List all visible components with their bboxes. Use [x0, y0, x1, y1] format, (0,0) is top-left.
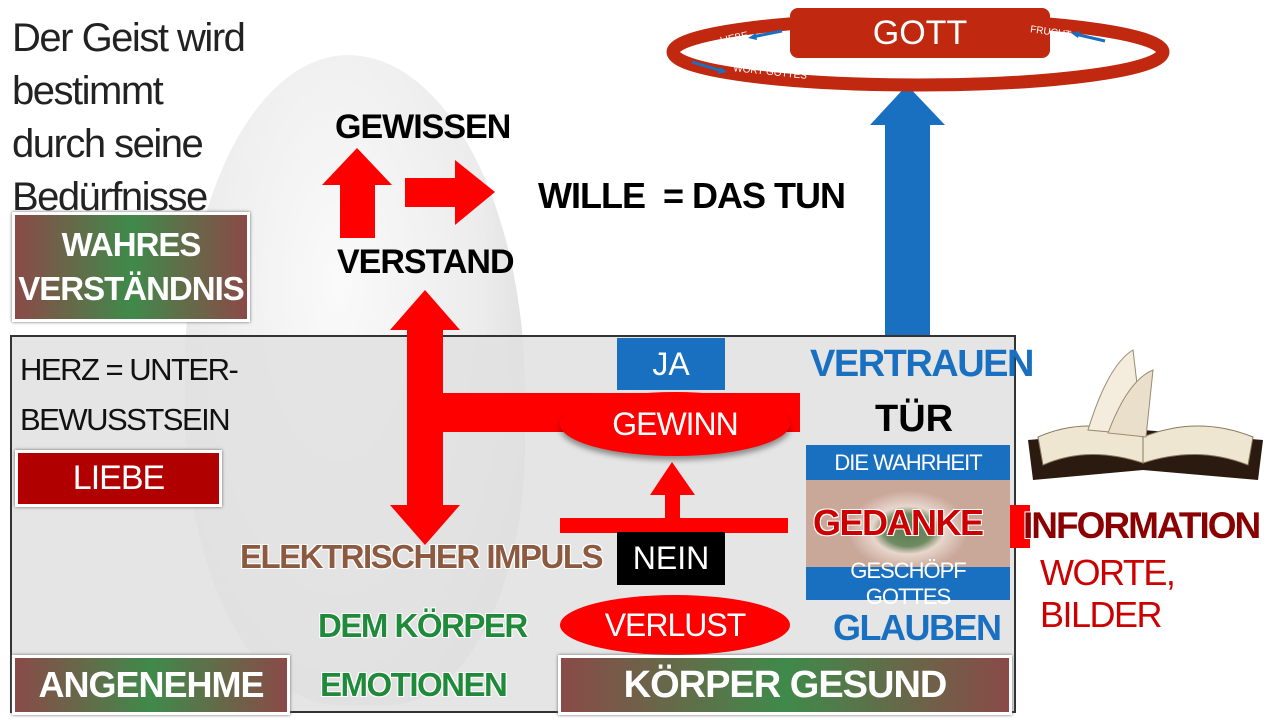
intro-line: durch seine	[12, 122, 204, 166]
impulse-label: ELEKTRISCHER IMPULS	[240, 538, 604, 575]
conscience-label: GEWISSEN	[335, 108, 511, 146]
yes-box: JA	[617, 338, 725, 390]
faith-label: GLAUBEN	[833, 607, 1002, 648]
intro-text: Der Geist wird bestimmt durch seine Bedü…	[12, 12, 246, 224]
mind-label: VERSTAND	[337, 243, 514, 281]
love-box: LIEBE	[15, 450, 222, 507]
up-arrow-gain	[650, 462, 695, 518]
blue-up-arrow	[870, 85, 945, 335]
ring-arrows-icon	[691, 29, 1106, 74]
pleasant-box: ANGENEHME	[12, 655, 290, 715]
horizontal-bar-no	[560, 518, 788, 533]
heart-line: BEWUSSTSEIN	[20, 402, 231, 437]
intro-line: Der Geist wird	[12, 16, 246, 60]
loss-ellipse: VERLUST	[560, 595, 790, 655]
emotions-label: EMOTIONEN	[320, 666, 508, 703]
box-line: WAHRES	[61, 226, 202, 263]
true-understanding-box: WAHRES VERSTÄNDNIS	[12, 212, 250, 322]
heart-line: HERZ = UNTER-	[20, 352, 239, 387]
will-label: WILLE = DAS TUN	[538, 175, 846, 216]
intro-line: bestimmt	[12, 69, 164, 113]
creature-bar: GESCHÖPF GOTTES	[806, 558, 1010, 609]
bible-icon	[1028, 349, 1263, 480]
no-box: NEIN	[617, 532, 725, 585]
heart-label: HERZ = UNTER- BEWUSSTSEIN	[20, 345, 239, 445]
information-label: INFORMATION	[1023, 505, 1261, 546]
body-healthy-box: KÖRPER GESUND	[558, 655, 1012, 715]
trust-label: VERTRAUEN	[810, 343, 1034, 385]
thought-label: GEDANKE	[813, 502, 984, 543]
god-box: GOTT	[790, 8, 1050, 58]
information-subtitle: WORTE, BILDER	[1040, 552, 1176, 635]
up-arrow-conscience	[322, 148, 392, 238]
to-body-label: DEM KÖRPER	[318, 607, 528, 644]
intro-line: Bedürfnisse	[12, 175, 208, 219]
box-line: VERSTÄNDNIS	[18, 270, 245, 307]
right-arrow-will	[405, 160, 495, 225]
gain-ellipse: GEWINN	[560, 392, 790, 456]
truth-bar: DIE WAHRHEIT	[806, 445, 1010, 480]
door-label: TÜR	[875, 398, 954, 440]
